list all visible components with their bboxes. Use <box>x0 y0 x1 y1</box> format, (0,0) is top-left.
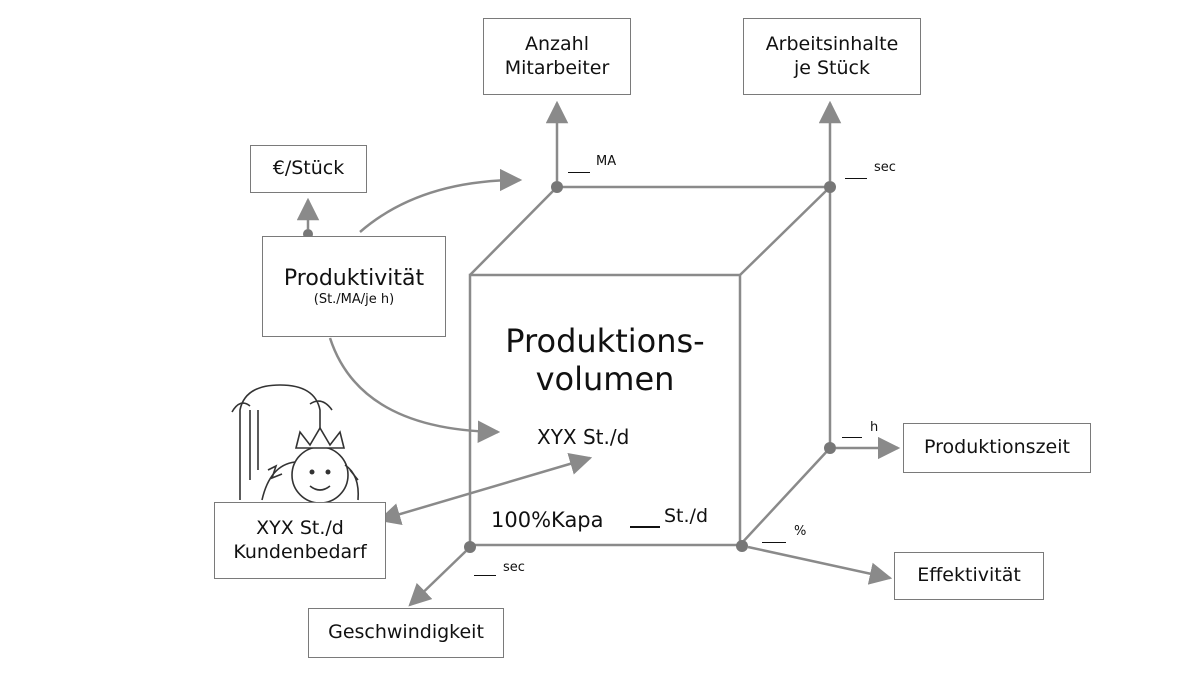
node-h-blank <box>842 437 862 438</box>
node-ma-label: MA <box>596 154 617 169</box>
box-geschwindigkeit: Geschwindigkeit <box>308 608 504 658</box>
box-anzahl-mitarbeiter: Anzahl Mitarbeiter <box>483 18 631 95</box>
node-sec-bottom <box>464 541 476 553</box>
box-produktionszeit-label: Produktionszeit <box>924 436 1070 459</box>
cube-title: Produktions- volumen <box>480 322 730 399</box>
box-produktivitaet-unit: (St./MA/je h) <box>313 292 395 308</box>
box-eur-stueck: €/Stück <box>250 145 367 193</box>
node-sec-top <box>824 181 836 193</box>
box-anzahl-mitarbeiter-line1: Anzahl <box>525 32 589 55</box>
box-produktivitaet: Produktivität (St./MA/je h) <box>262 236 446 337</box>
cube-title-line2: volumen <box>535 360 675 399</box>
arrow-to-effektivitaet <box>747 545 893 585</box>
cube-right-edge <box>739 187 832 546</box>
king-cartoon-icon <box>231 384 360 504</box>
box-eur-stueck-label: €/Stück <box>272 157 345 180</box>
node-sec-top-blank <box>845 178 867 179</box>
node-sec-bottom-label: sec <box>503 560 525 575</box>
box-kundenbedarf-line2: Kundenbedarf <box>233 540 367 563</box>
cube-kapa-label: 100%Kapa <box>491 508 604 532</box>
box-arbeitsinhalte-line1: Arbeitsinhalte <box>765 32 899 55</box>
box-produktionszeit: Produktionszeit <box>903 423 1091 473</box>
node-ma <box>551 181 563 193</box>
box-kundenbedarf: XYX St./d Kundenbedarf <box>214 502 386 579</box>
node-percent-label: % <box>794 524 807 539</box>
arrow-produktivitaet-to-ma <box>359 168 523 233</box>
node-sec-top-label: sec <box>874 160 896 175</box>
box-effektivitaet: Effektivität <box>894 552 1044 600</box>
cube-title-line1: Produktions- <box>505 322 705 360</box>
arrow-produktivitaet-to-volume <box>328 337 501 443</box>
arrow-to-geschwindigkeit <box>408 550 467 607</box>
box-effektivitaet-label: Effektivität <box>917 564 1021 587</box>
box-geschwindigkeit-label: Geschwindigkeit <box>328 621 484 644</box>
node-h <box>824 442 836 454</box>
cube-kapa-blank <box>630 526 660 528</box>
node-h-label: h <box>870 420 879 435</box>
cube-kapa-unit: St./d <box>664 505 709 527</box>
box-arbeitsinhalte-line2: je Stück <box>793 56 870 79</box>
box-kundenbedarf-line1: XYX St./d <box>256 516 344 539</box>
node-percent-blank <box>762 542 786 543</box>
box-arbeitsinhalte: Arbeitsinhalte je Stück <box>743 18 921 95</box>
box-produktivitaet-label: Produktivität <box>283 265 425 291</box>
box-anzahl-mitarbeiter-line2: Mitarbeiter <box>504 56 610 79</box>
cube-top-edge <box>469 185 834 276</box>
node-percent <box>736 540 748 552</box>
node-sec-bottom-blank <box>474 575 496 576</box>
node-ma-blank <box>568 172 590 173</box>
cube-volume: XYX St./d <box>537 425 630 449</box>
arrow-kundenbedarf-volume <box>377 452 593 526</box>
